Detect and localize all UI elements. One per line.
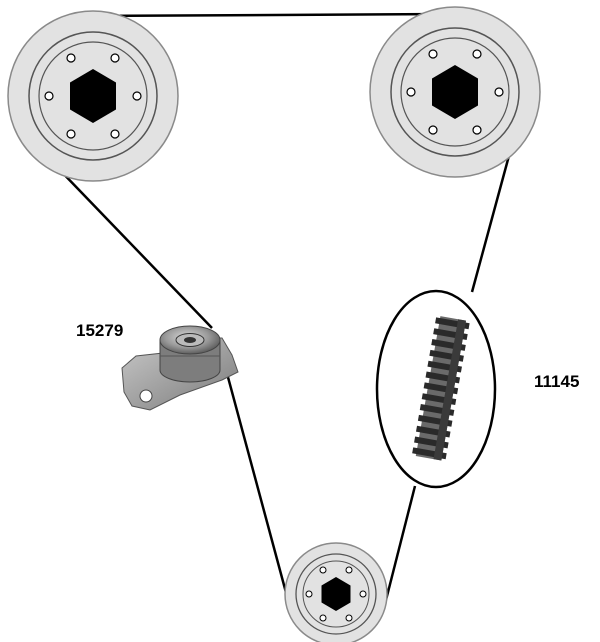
belt-detail-callout <box>375 289 497 489</box>
belt-segment-left-lower <box>216 339 290 601</box>
toothed-belt-icon <box>412 316 470 461</box>
pulley-icon <box>369 6 541 178</box>
pulley-top-right <box>369 6 541 178</box>
belt-segment-right-upper <box>470 151 512 293</box>
hub-hexagon <box>70 69 116 123</box>
pulley-top-left <box>7 10 179 182</box>
pulley-bottom <box>284 542 388 642</box>
hub-hexagon <box>321 577 351 611</box>
hub-hexagon <box>432 65 478 119</box>
tensioner-roller-icon <box>121 325 239 411</box>
belt-part-number: 11145 <box>534 372 579 391</box>
belt-segment-left-upper <box>54 164 213 329</box>
belt-segment-top <box>91 12 451 18</box>
pulley-icon <box>7 10 179 182</box>
belt-segment-right-lower <box>384 485 417 601</box>
tensioner-part-number: 15279 <box>76 321 123 340</box>
belt-path <box>54 12 512 601</box>
pulley-icon <box>284 542 388 642</box>
